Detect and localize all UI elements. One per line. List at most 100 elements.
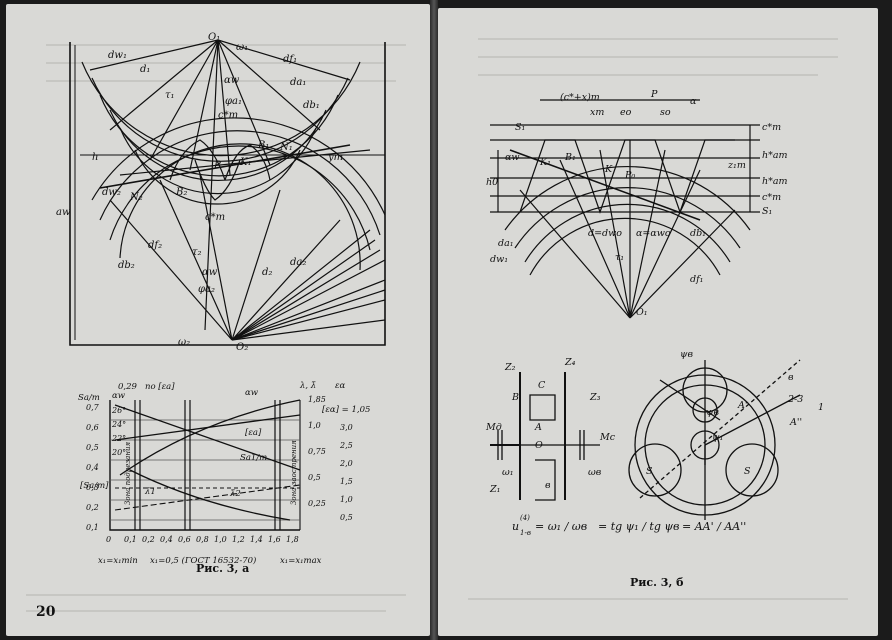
planet-label-s-right: S (744, 466, 751, 477)
graph-right-tick-a: 1,85 (308, 395, 326, 404)
bleed-through-text (46, 80, 396, 82)
graph-label-eps-alpha: εα (335, 381, 346, 391)
graph-label-lambda1: λ̄1 (144, 487, 156, 497)
planet-label-md: Мд (485, 422, 502, 433)
rack-label-p: P (650, 89, 658, 100)
graph-zone-right: Зона заострения (290, 440, 298, 505)
graph-right-tick-b: 0,5 (340, 513, 353, 522)
label-n1: N₁ (279, 142, 293, 153)
graph-right-tick-b: 1,0 (340, 495, 353, 504)
planet-label-psi1: ψ₁ (712, 432, 723, 443)
graph-alpha-tick: 20° (111, 448, 126, 457)
graph-label-alpha-w: αw (112, 391, 126, 401)
planet-label-psi-b: ψв (706, 407, 719, 418)
label-n2: N₂ (129, 192, 143, 203)
label-h: h (92, 152, 98, 163)
planet-label-omega1: ω₁ (502, 467, 514, 478)
label-p: P (213, 160, 221, 171)
book-gutter (430, 0, 438, 640)
graph-label-eps-a: [εa] (245, 428, 262, 438)
label-omega2: ω₂ (178, 337, 190, 348)
label-d1: d₁ (140, 64, 150, 75)
label-phi-a1: φa₁ (225, 96, 242, 107)
label-alpha-w2: αw (202, 267, 218, 278)
label-phi-a2: φa₂ (198, 284, 215, 295)
planet-label-z1: Z₁ (489, 484, 500, 495)
graph-y-tick: 0,7 (86, 403, 100, 412)
label-cm2: c*m (205, 212, 225, 223)
rack-label-alpha-w: αw (505, 152, 520, 163)
label-db2: db₂ (118, 260, 135, 271)
graph-y-tick: 0,6 (86, 423, 99, 432)
graph-label-sa-m: Sa/m (78, 393, 100, 403)
graph-right-tick-b: 3,0 (340, 423, 353, 432)
graph-x-tick: 1,8 (286, 535, 299, 544)
rack-label-ea: eo (620, 107, 632, 118)
graph-x-tick: 1,4 (250, 535, 263, 544)
planet-label-z4: Z₄ (564, 357, 576, 368)
graph-right-tick-a: 0,5 (308, 473, 321, 482)
planet-label-v: в (788, 372, 794, 383)
graph-zone-left: Зона подрезания (124, 442, 132, 505)
label-dw2: dw₂ (102, 187, 121, 198)
label-b1: B₁ (257, 140, 269, 151)
rack-label-tau1: τ₁ (615, 252, 624, 263)
planet-label-one: 1 (818, 402, 824, 413)
planet-label-z3: Z₃ (589, 392, 601, 403)
graph-label-029: 0,29 (118, 382, 138, 392)
label-df1: df₁ (283, 54, 297, 65)
graph-label-sa1-m: Sa1/m (240, 453, 267, 463)
bleed-through-text (26, 594, 406, 596)
rack-label-so: so (660, 107, 671, 118)
rack-label-d-dw: d=dwo (588, 228, 622, 239)
graph-x1-min: x₁=x₁min (98, 556, 138, 566)
rack-label-xm: xm (590, 107, 604, 118)
graph-x-tick: 0,8 (196, 535, 209, 544)
rack-label-p0: P₀ (624, 170, 635, 181)
rack-label-cm-x-m: (c*+x)m (560, 92, 600, 103)
rack-label-zm: z₁m (727, 160, 746, 171)
graph-y-tick: 0,5 (86, 443, 99, 452)
graph-y-tick: 0,4 (86, 463, 99, 472)
planet-label-c: C (538, 380, 546, 391)
planet-label-a-prime: A' (737, 400, 747, 411)
graph-x-tick: 1,6 (268, 535, 281, 544)
label-cm: c*m (218, 110, 238, 121)
bleed-through-text (468, 598, 848, 600)
bleed-through-text (478, 74, 818, 76)
graph-label-sa-m-bracket: [Sa/m] (80, 481, 109, 491)
graph-label-no-eps: по [εa] (145, 382, 175, 392)
label-alpha-w: αw (224, 75, 240, 86)
graph-y-tick: 0,2 (86, 503, 99, 512)
formula-eq1: = ω₁ / ωв (535, 520, 587, 533)
planet-label-carrier: в (545, 480, 551, 491)
displacement-graph (109, 399, 301, 531)
planet-label-psi-b-top: ψв (680, 349, 693, 360)
label-da1: da₁ (290, 77, 306, 88)
left-figure-caption: Рис. 3, а (196, 562, 250, 575)
graph-x-tick: 0,4 (160, 535, 173, 544)
label-ym: ym (327, 152, 343, 163)
rack-label-cm-top: c*m (762, 122, 781, 133)
label-d2: d₂ (262, 267, 272, 278)
planet-label-a: A (534, 422, 542, 433)
rack-label-alpha-wo: α=αwo (636, 228, 671, 239)
graph-right-tick-a: 0,75 (308, 447, 326, 456)
planet-label-omega-b: ωв (588, 467, 602, 478)
rack-label-alpha: α (690, 96, 697, 107)
graph-y-tick: 0,1 (86, 523, 99, 532)
graph-label-alpha-w-curve: αw (245, 388, 259, 398)
graph-label-eps-limit: [εα] = 1,05 (322, 405, 370, 415)
planet-label-mc: Мс (599, 432, 616, 443)
graph-y-tick: 0,3 (86, 483, 99, 492)
planet-label-a-dbl: A'' (789, 417, 802, 428)
rack-label-cm-bottom: c*m (762, 192, 781, 203)
bleed-through-text (46, 62, 386, 64)
graph-right-tick-b: 2,0 (339, 459, 353, 468)
label-o2: O₂ (236, 342, 248, 353)
label-db1: db₁ (303, 100, 320, 111)
planet-label-o: O (535, 440, 543, 451)
